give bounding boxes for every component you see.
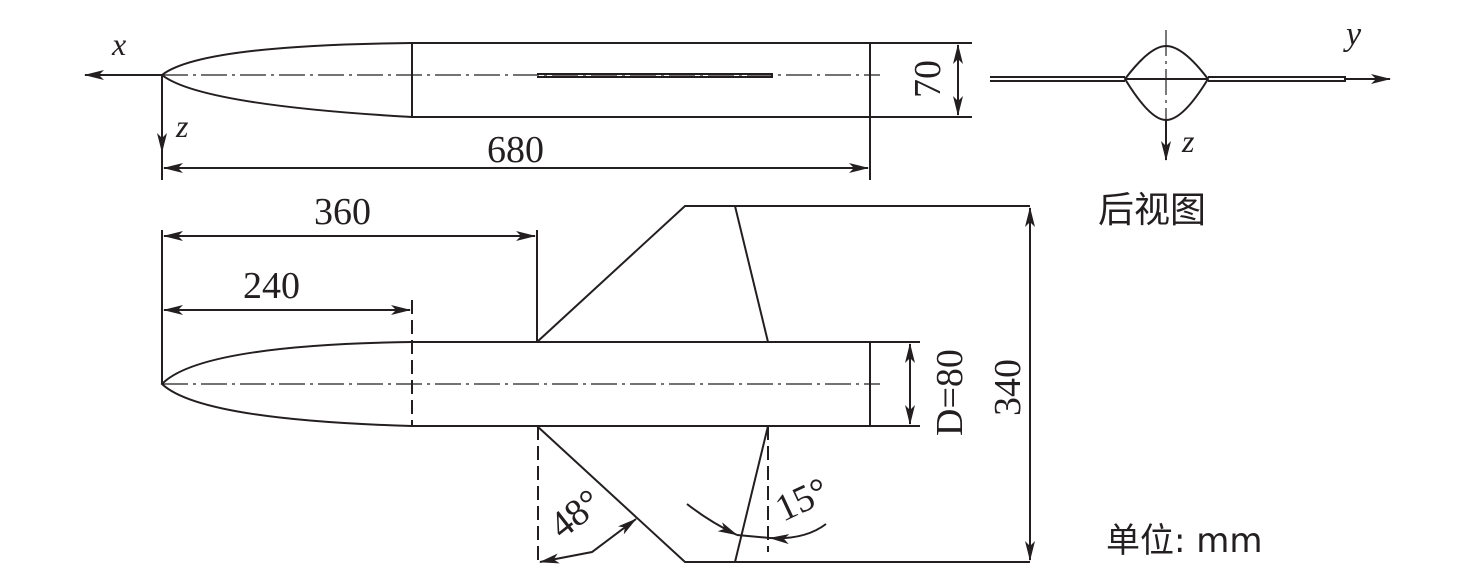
upper-wing-chord <box>734 205 769 343</box>
plan-view: 360 240 D=80 340 48° 15° 单位: mm <box>160 191 1263 564</box>
label-240: 240 <box>243 265 300 307</box>
x-axis-label: x <box>111 26 126 62</box>
chord-angle-arrow-left <box>686 503 738 536</box>
upper-wing <box>536 205 1030 343</box>
chord-angle-line <box>736 534 771 539</box>
span-label: 340 <box>987 359 1029 416</box>
y-axis-label: y <box>1343 16 1362 53</box>
sweep-angle-label: 48° <box>542 481 610 547</box>
chord-angle-arrow-right <box>769 523 827 545</box>
rear-view-title: 后视图 <box>1098 190 1206 231</box>
rear-view: y z 后视图 <box>990 16 1391 231</box>
units-label: 单位: mm <box>1106 521 1263 561</box>
z-axis-label: z <box>175 108 189 144</box>
chord-angle-label: 15° <box>769 470 835 531</box>
lower-wing <box>536 425 1030 563</box>
lower-wing-chord <box>734 425 769 563</box>
wing-side-edge <box>537 73 773 78</box>
label-360: 360 <box>314 191 371 233</box>
z-axis-label-rear: z <box>1181 123 1195 159</box>
height-label: 70 <box>907 60 949 98</box>
length-label: 680 <box>487 129 544 171</box>
body-cross-section <box>1123 44 1210 122</box>
diameter-label: D=80 <box>929 349 971 436</box>
sweep-angle-arc <box>539 518 637 564</box>
body-side-outline <box>160 42 871 118</box>
side-view: x z 680 70 <box>84 26 972 180</box>
